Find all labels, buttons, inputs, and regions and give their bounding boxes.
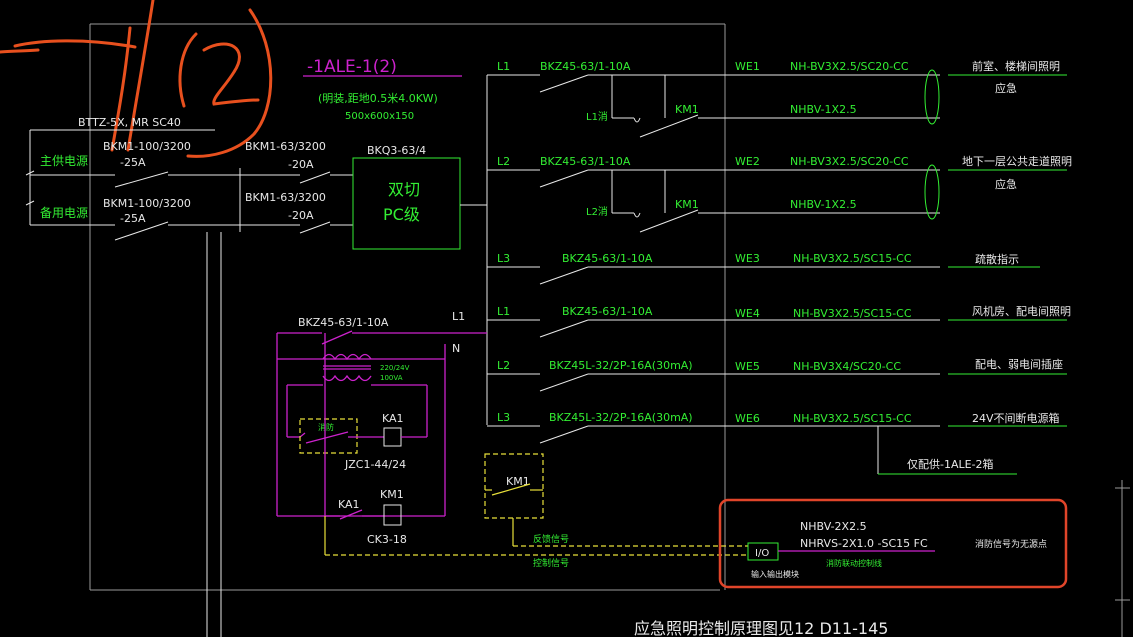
main-supply-label: 主供电源 — [40, 154, 88, 168]
cabinet-size: 500x600x150 — [345, 111, 414, 122]
io-module-group[interactable]: I/O 输入输出模块 NHBV-2X2.5 NHRVS-2X1.0 -SC15 … — [718, 498, 1068, 589]
cable-spec: NH-BV3X2.5/SC15-CC — [793, 307, 912, 320]
io-module-name: 输入输出模块 — [751, 569, 799, 579]
phase-label: L1 — [497, 305, 510, 318]
transformer-power: 100VA — [380, 374, 403, 382]
transformer-ratio: 220/24V — [380, 364, 410, 372]
breaker-2a-rating: -20A — [288, 158, 314, 171]
fire-signal-note: 消防信号为无源点 — [975, 538, 1047, 550]
breaker-main-rating: -25A — [120, 156, 146, 169]
feeder-row-we3[interactable]: L3 BKZ45-63/1-10A WE3 NH-BV3X2.5/SC15-CC… — [487, 252, 1040, 285]
backup-supply-label: 备用电源 — [40, 206, 88, 220]
load-label: 地下一层公共走道照明 — [962, 154, 1072, 168]
breaker-2b-rating: -20A — [288, 209, 314, 222]
contactor-model: CK3-18 — [367, 533, 407, 546]
ats-label-line1: 双切 — [388, 180, 420, 199]
breaker-label: BKZ45L-32/2P-16A(30mA) — [549, 359, 693, 372]
ats-label-line2: PC级 — [383, 205, 420, 224]
relay-label: KM1 — [675, 103, 699, 116]
circuit-id: WE1 — [735, 60, 760, 73]
breaker-main-model: BKM1-100/3200 — [103, 140, 191, 153]
ka1-label: KA1 — [382, 412, 404, 425]
ats-switch-box[interactable]: BKQ3-63/4 双切 PC级 — [352, 144, 487, 250]
hand-annotation — [0, 0, 273, 158]
phase-label: L2 — [497, 359, 510, 372]
io-label: I/O — [755, 548, 769, 559]
ctrl-n-label: N — [452, 342, 460, 355]
feeder-row-we5[interactable]: L2 BKZ45L-32/2P-16A(30mA) WE5 NH-BV3X4/S… — [487, 357, 1067, 392]
km1-aux-label: KM1 — [506, 475, 530, 488]
km1-coil-label: KM1 — [380, 488, 404, 501]
breaker-label: BKZ45-63/1-10A — [562, 305, 653, 318]
breaker-backup-model: BKM1-100/3200 — [103, 197, 191, 210]
drawing-caption: 应急照明控制原理图见12 D11-145 — [634, 619, 888, 637]
io-cable-1: NHBV-2X2.5 — [800, 520, 867, 533]
load-sublabel: 应急 — [995, 81, 1017, 95]
cabinet-note: (明装,距地0.5米4.0KW) — [318, 92, 438, 105]
incoming-section: BTTZ-5X, MR SC40 主供电源 备用电源 BKM1-100/3200… — [25, 116, 353, 637]
cable-spec: NH-BV3X2.5/SC20-CC — [790, 60, 909, 73]
relay-model: JZC1-44/24 — [344, 458, 406, 471]
cable-spec: NH-BV3X2.5/SC20-CC — [790, 155, 909, 168]
phase-label: L3 — [497, 252, 510, 265]
feedback-signal-label: 反馈信号 — [533, 533, 569, 545]
breaker-label: BKZ45L-32/2P-16A(30mA) — [549, 411, 693, 424]
ups-note: 仅配供-1ALE-2箱 — [907, 457, 994, 471]
ka1-contact-label: KA1 — [338, 498, 360, 511]
circuit-id: WE5 — [735, 360, 760, 373]
ctrl-label: L2消 — [586, 205, 608, 218]
incoming-cable-label: BTTZ-5X, MR SC40 — [78, 116, 181, 129]
feeder-row-we1[interactable]: L1 BKZ45-63/1-10A WE1 NH-BV3X2.5/SC20-CC… — [487, 59, 1067, 138]
control-circuit[interactable]: BKZ45-63/1-10A L1 N 220/24V 100VA 消防 KA1… — [276, 310, 748, 569]
breaker-label: BKZ45-63/1-10A — [562, 252, 653, 265]
load-sublabel: 应急 — [995, 177, 1017, 191]
feeder-row-we2[interactable]: L2 BKZ45-63/1-10A WE2 NH-BV3X2.5/SC20-CC… — [487, 154, 1072, 233]
load-label: 配电、弱电间插座 — [975, 357, 1063, 371]
circuit-id: WE4 — [735, 307, 760, 320]
circuit-id: WE2 — [735, 155, 760, 168]
circuit-id: WE6 — [735, 412, 760, 425]
breaker-backup-rating: -25A — [120, 212, 146, 225]
load-label: 前室、楼梯间照明 — [972, 59, 1060, 73]
ctrl-breaker-label: BKZ45-63/1-10A — [298, 316, 389, 329]
load-label: 疏散指示 — [975, 252, 1019, 266]
cable-spec: NH-BV3X2.5/SC15-CC — [793, 252, 912, 265]
drawing-frame — [89, 23, 1130, 637]
phase-label: L3 — [497, 411, 510, 424]
cable-spec: NH-BV3X2.5/SC15-CC — [793, 412, 912, 425]
fire-contact-label: 消防 — [318, 422, 334, 432]
box-title: -1ALE-1(2) — [307, 57, 397, 77]
feeder-row-we4[interactable]: L1 BKZ45-63/1-10A WE4 NH-BV3X2.5/SC15-CC… — [487, 304, 1071, 338]
ctrl-label: L1消 — [586, 110, 608, 123]
cable-spec: NH-BV3X4/SC20-CC — [793, 360, 901, 373]
load-label: 风机房、配电间照明 — [972, 304, 1071, 318]
phase-label: L1 — [497, 60, 510, 73]
ats-model-label: BKQ3-63/4 — [367, 144, 426, 157]
io-cable-2: NHRVS-2X1.0 -SC15 FC — [800, 537, 928, 550]
breaker-2b-model: BKM1-63/3200 — [245, 191, 326, 204]
ctrl-cable: NHBV-1X2.5 — [790, 198, 857, 211]
ctrl-l1-label: L1 — [452, 310, 465, 323]
load-label: 24V不间断电源箱 — [972, 411, 1060, 425]
feeder-row-we6[interactable]: L3 BKZ45L-32/2P-16A(30mA) WE6 NH-BV3X2.5… — [487, 411, 1067, 475]
breaker-label: BKZ45-63/1-10A — [540, 60, 631, 73]
circuit-id: WE3 — [735, 252, 760, 265]
phase-label: L2 — [497, 155, 510, 168]
relay-label: KM1 — [675, 198, 699, 211]
ctrl-cable: NHBV-1X2.5 — [790, 103, 857, 116]
fire-link-line-label: 消防联动控制线 — [826, 558, 882, 568]
breaker-2a-model: BKM1-63/3200 — [245, 140, 326, 153]
control-signal-label: 控制信号 — [533, 557, 569, 569]
breaker-label: BKZ45-63/1-10A — [540, 155, 631, 168]
